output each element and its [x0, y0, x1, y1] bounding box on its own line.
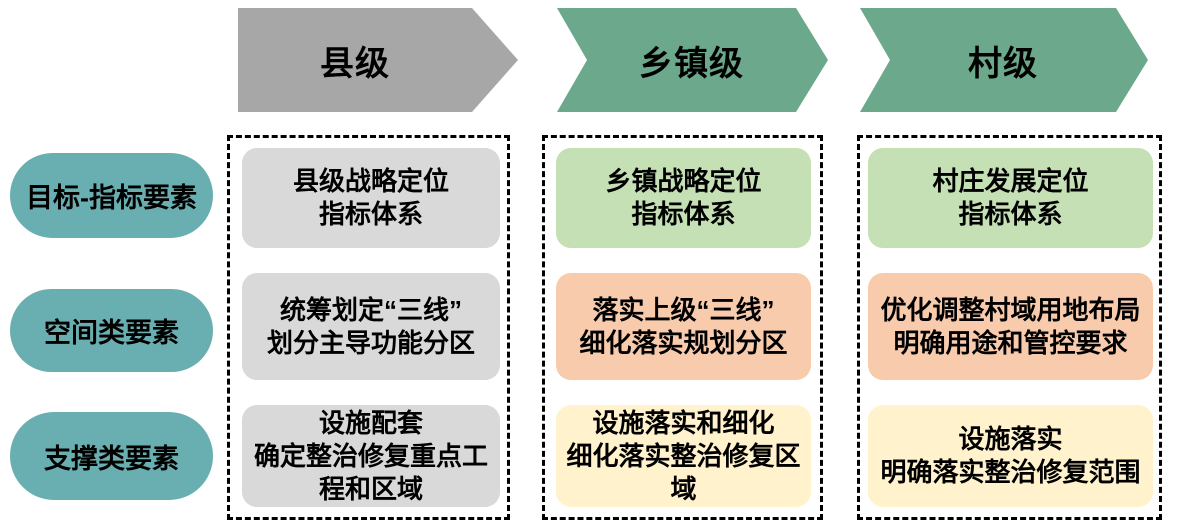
box-village-goal: 村庄发展定位 指标体系: [868, 148, 1153, 248]
row-pill-support-label: 支撑类要素: [44, 443, 179, 474]
row-pill-goal-indicator-label: 目标-指标要素: [26, 183, 197, 213]
column-frame-village: [857, 135, 1162, 520]
column-frame-township: [542, 135, 823, 520]
header-arrow-village-label: 村级: [968, 44, 1038, 83]
header-arrow-village: 村级: [860, 8, 1148, 112]
row-pill-spatial: 空间类要素: [10, 289, 213, 372]
box-township-spatial: 落实上级“三线” 细化落实规划分区: [556, 273, 811, 380]
box-village-spatial: 优化调整村域用地布局 明确用途和管控要求: [868, 273, 1153, 380]
box-village-support: 设施落实 明确落实整治修复范围: [868, 405, 1153, 507]
column-frame-county: [227, 135, 510, 520]
header-arrow-county-label: 县级: [320, 44, 390, 83]
row-pill-support: 支撑类要素: [10, 412, 213, 500]
header-arrow-township: 乡镇级: [557, 8, 828, 112]
header-arrow-township-label: 乡镇级: [639, 44, 744, 83]
box-county-goal: 县级战略定位 指标体系: [242, 148, 500, 248]
row-pill-goal-indicator: 目标-指标要素: [10, 153, 213, 238]
box-county-support: 设施配套 确定整治修复重点工 程和区域: [242, 405, 500, 507]
box-township-goal: 乡镇战略定位 指标体系: [556, 148, 811, 248]
row-pill-spatial-label: 空间类要素: [44, 318, 179, 348]
box-county-spatial: 统筹划定“三线” 划分主导功能分区: [242, 273, 500, 380]
header-arrow-county: 县级: [238, 8, 518, 112]
box-township-support: 设施落实和细化 细化落实整治修复区 域: [556, 405, 811, 507]
